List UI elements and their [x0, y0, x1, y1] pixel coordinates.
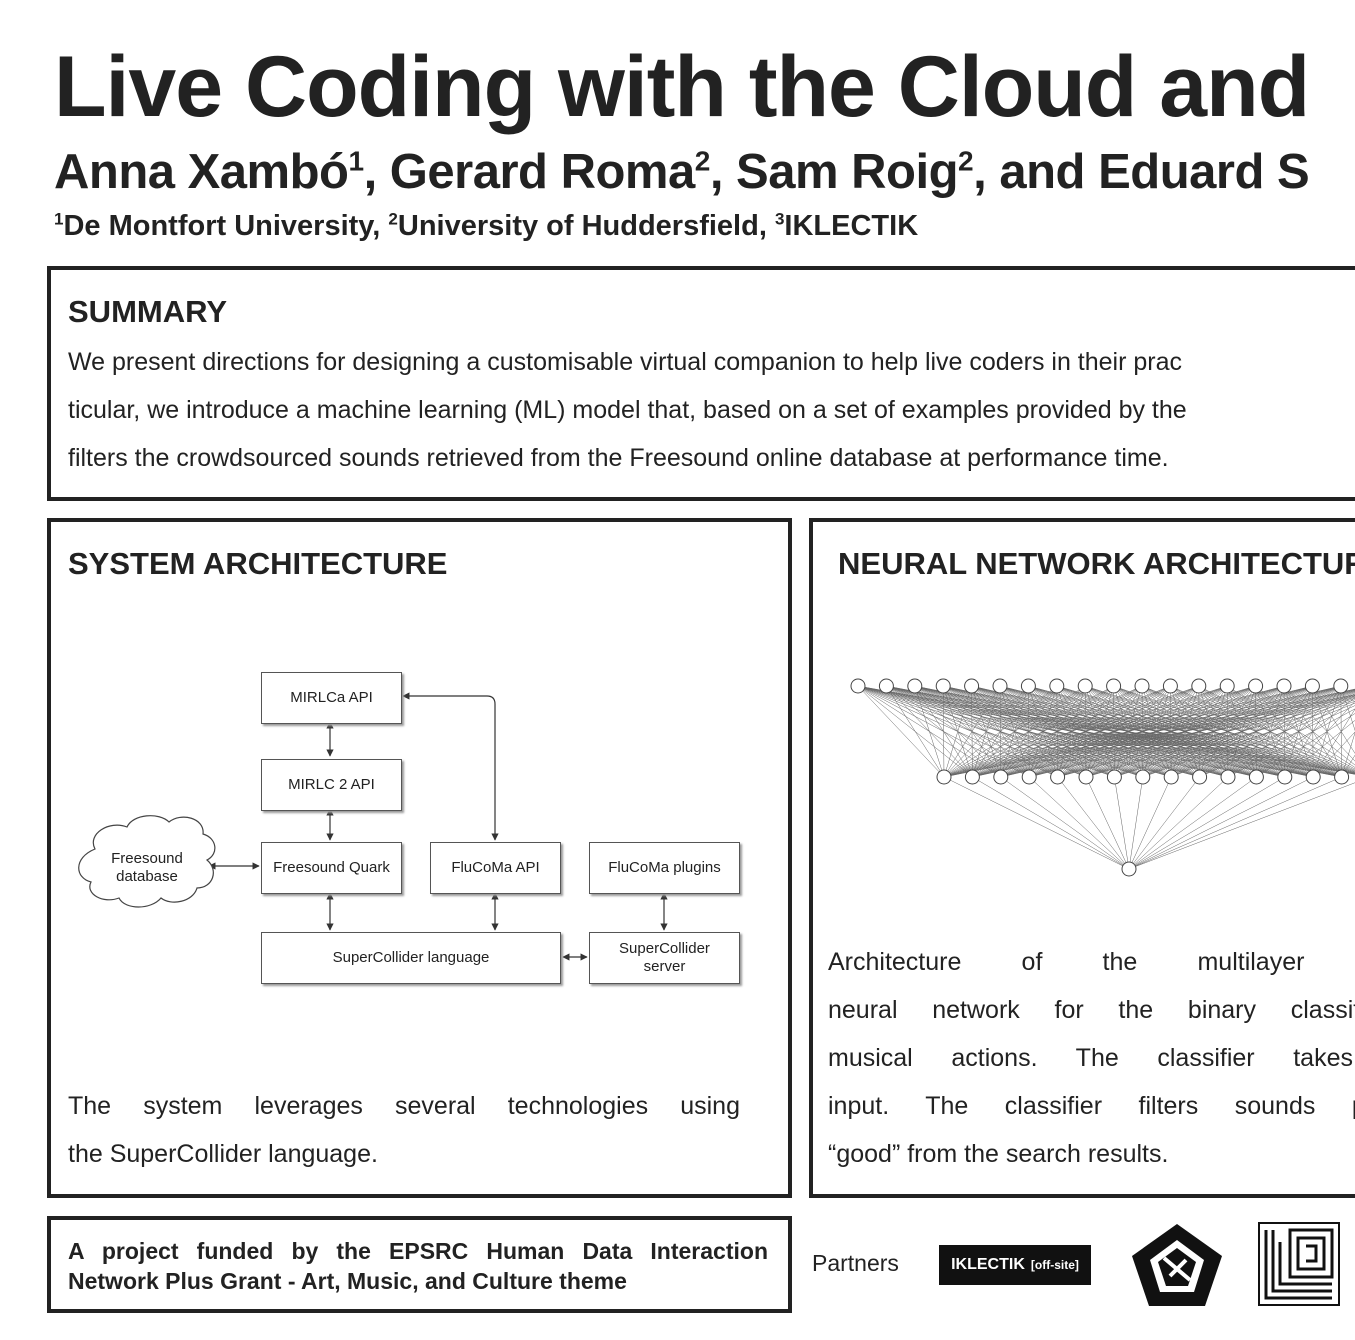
cloud-label-line: Freesound [111, 850, 183, 867]
nn-hidden-node [1106, 769, 1122, 785]
affiliation-name: University of Huddersfield, [397, 210, 775, 242]
affiliation-name: De Montfort University, [63, 210, 389, 242]
summary-text: We present directions for designing a cu… [68, 338, 1187, 482]
author-affiliation-mark: 2 [958, 145, 974, 177]
caption-line: The system leverages several technologie… [68, 1092, 740, 1120]
mirlca-api-box: MIRLCa API [261, 672, 402, 724]
author-separator: , [363, 145, 390, 199]
flucoma-api-box: FluCoMa API [430, 842, 561, 894]
caption-line: the SuperCollider language. [68, 1140, 378, 1168]
iklectik-logo-tag: [off-site] [1030, 1258, 1079, 1272]
system-architecture-panel: SYSTEM ARCHITECTURE Freesound database M… [47, 518, 792, 1198]
nn-input-node [1248, 678, 1264, 694]
nn-hidden-node [1135, 769, 1151, 785]
summary-line: We present directions for designing a cu… [68, 348, 1183, 376]
nn-output-node [1121, 861, 1137, 877]
nn-hidden-node [936, 769, 952, 785]
nn-input-node [1134, 678, 1150, 694]
nn-hidden-node [1192, 769, 1208, 785]
nn-hidden-node [1220, 769, 1236, 785]
funding-text: A project funded by the EPSRC Human Data… [68, 1236, 768, 1296]
summary-heading: SUMMARY [68, 294, 228, 329]
architecture-diagram-connectors [78, 692, 668, 961]
freesound-quark-box: Freesound Quark [261, 842, 402, 894]
nn-hidden-node [1021, 769, 1037, 785]
affiliation-name: IKLECTIK [784, 210, 919, 242]
summary-line: filters the crowdsourced sounds retrieve… [68, 444, 1169, 472]
nn-hidden-node [1248, 769, 1264, 785]
nn-input-node [1304, 678, 1320, 694]
author-affiliation-mark: 1 [348, 145, 364, 177]
funding-line: Network Plus Grant - Art, Music, and Cul… [68, 1268, 627, 1294]
nn-input-node [1077, 678, 1093, 694]
supercollider-server-box: SuperCollider server [589, 932, 740, 984]
nn-input-node [1333, 678, 1349, 694]
nn-input-node [878, 678, 894, 694]
caption-line: Architecture of the multilayer percept [828, 948, 1355, 976]
affiliation-mark: 3 [774, 209, 785, 229]
mirlc2-api-box: MIRLC 2 API [261, 759, 402, 811]
author-affiliation-mark: 2 [694, 145, 711, 177]
affiliation-mark: 1 [54, 209, 64, 229]
nn-input-node [992, 678, 1008, 694]
nn-hidden-node [1277, 769, 1293, 785]
neural-network-caption: Architecture of the multilayer percept n… [828, 938, 1355, 1178]
iklectik-logo: IKLECTIK [off-site] [939, 1245, 1091, 1285]
caption-line: musical actions. The classifier takes [828, 1044, 1353, 1072]
nn-hidden-node [993, 769, 1009, 785]
neural-network-panel: NEURAL NETWORK ARCHITECTURE Architecture… [809, 518, 1355, 1198]
neural-network-heading: NEURAL NETWORK ARCHITECTURE [838, 546, 1355, 581]
freesound-cloud-shape [78, 815, 216, 908]
partner-maze-logo-icon [1258, 1222, 1340, 1306]
author-list: Anna Xambó1, Gerard Roma2, Sam Roig2, an… [54, 144, 1310, 200]
nn-hidden-node [1334, 769, 1350, 785]
author-name: Eduard S [1098, 145, 1310, 199]
huddersfield-logo-icon [1132, 1224, 1222, 1306]
freesound-database-label: Freesound database [77, 850, 217, 886]
nn-hidden-node [1078, 769, 1094, 785]
cloud-label-line: database [116, 868, 178, 885]
summary-panel: SUMMARY We present directions for design… [47, 266, 1355, 501]
author-separator: , and [973, 145, 1099, 199]
nn-input-node [1276, 678, 1292, 694]
nn-input-node [1020, 678, 1036, 694]
system-architecture-caption: The system leverages several technologie… [68, 1082, 740, 1178]
iklectik-logo-name: IKLECTIK [951, 1256, 1025, 1273]
summary-line: ticular, we introduce a machine learning… [68, 396, 1187, 424]
supercollider-language-box: SuperCollider language [261, 932, 561, 984]
flucoma-plugins-box: FluCoMa plugins [589, 842, 740, 894]
nn-input-node [935, 678, 951, 694]
funding-panel: A project funded by the EPSRC Human Data… [47, 1216, 792, 1313]
poster-title: Live Coding with the Cloud and [54, 39, 1310, 135]
sc-server-label-line: SuperCollider [619, 940, 710, 957]
partners-label: Partners [812, 1250, 899, 1276]
nn-connections [857, 685, 1355, 870]
caption-line: input. The classifier filters sounds pro [828, 1092, 1355, 1120]
author-name: Sam Roig [736, 145, 959, 199]
nn-hidden-node [1305, 769, 1321, 785]
nn-input-node [1049, 678, 1065, 694]
nn-input-node [1162, 678, 1178, 694]
caption-line: “good” from the search results. [828, 1140, 1169, 1168]
nn-input-node [1191, 678, 1207, 694]
funding-line: A project funded by the EPSRC Human Data… [68, 1238, 768, 1264]
nn-input-node [964, 678, 980, 694]
author-name: Gerard Roma [389, 145, 695, 199]
system-architecture-heading: SYSTEM ARCHITECTURE [68, 546, 448, 581]
nn-input-node [1219, 678, 1235, 694]
connector-mirlca-flucoma [402, 692, 499, 841]
author-name: Anna Xambó [54, 145, 349, 199]
affiliation-list: 1De Montfort University, 2University of … [54, 210, 918, 243]
affiliation-mark: 2 [388, 209, 398, 229]
neural-network-diagram [850, 678, 1355, 877]
nn-input-node [850, 678, 866, 694]
nn-hidden-node [964, 769, 980, 785]
author-separator: , [709, 145, 737, 199]
nn-hidden-node [1163, 769, 1179, 785]
sc-server-label-line: server [643, 958, 686, 975]
nn-hidden-node [1050, 769, 1066, 785]
nn-input-node [907, 678, 923, 694]
caption-line: neural network for the binary classifier [828, 996, 1355, 1024]
nn-input-node [1106, 678, 1122, 694]
